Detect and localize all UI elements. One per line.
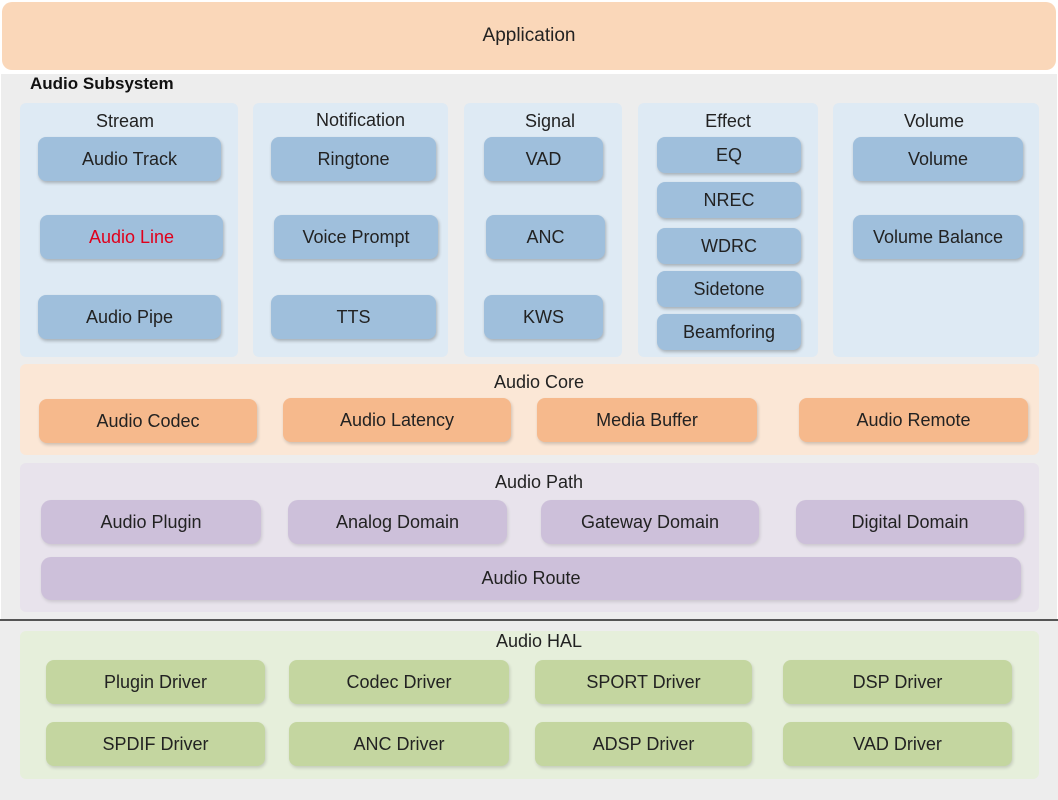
spdif-driver-box: SPDIF Driver xyxy=(46,722,265,766)
beamforing-box: Beamforing xyxy=(657,314,801,350)
codec-driver-box: Codec Driver xyxy=(289,660,509,704)
wdrc-box: WDRC xyxy=(657,228,801,264)
eq-label: EQ xyxy=(715,144,742,165)
anc-box: ANC xyxy=(486,215,605,259)
group-stream-title: Stream xyxy=(95,110,155,131)
vad-label: VAD xyxy=(525,148,562,169)
audio-codec-label: Audio Codec xyxy=(96,410,200,431)
audio-track-box: Audio Track xyxy=(38,137,221,181)
anc-driver-label: ANC Driver xyxy=(353,733,445,754)
vad-box: VAD xyxy=(484,137,603,181)
eq-box: EQ xyxy=(657,137,801,173)
adsp-driver-box: ADSP Driver xyxy=(535,722,752,766)
audio-remote-box: Audio Remote xyxy=(799,398,1028,442)
nrec-box: NREC xyxy=(657,182,801,218)
audio-latency-label: Audio Latency xyxy=(339,409,455,430)
audio-remote-label: Audio Remote xyxy=(856,409,971,430)
volume-label: Volume xyxy=(907,148,969,169)
analog-domain-label: Analog Domain xyxy=(335,511,460,532)
audio-codec-box: Audio Codec xyxy=(39,399,257,443)
dsp-driver-label: DSP Driver xyxy=(852,671,943,692)
layer-divider xyxy=(0,619,1058,621)
group-signal-title: Signal xyxy=(524,110,576,131)
audio-core-title: Audio Core xyxy=(493,371,585,392)
group-volume-title: Volume xyxy=(903,110,965,131)
voice-prompt-box: Voice Prompt xyxy=(274,215,438,259)
audio-line-label: Audio Line xyxy=(88,226,175,247)
ringtone-box: Ringtone xyxy=(271,137,436,181)
audio-pipe-box: Audio Pipe xyxy=(38,295,221,339)
spdif-driver-label: SPDIF Driver xyxy=(102,733,209,754)
adsp-driver-label: ADSP Driver xyxy=(592,733,695,754)
gateway-domain-label: Gateway Domain xyxy=(580,511,720,532)
group-effect-title: Effect xyxy=(705,110,751,131)
audio-latency-box: Audio Latency xyxy=(283,398,511,442)
sport-driver-box: SPORT Driver xyxy=(535,660,752,704)
digital-domain-box: Digital Domain xyxy=(796,500,1024,544)
audio-route-label: Audio Route xyxy=(481,568,581,588)
gateway-domain-box: Gateway Domain xyxy=(541,500,759,544)
audio-pipe-label: Audio Pipe xyxy=(85,306,174,327)
application-label: Application xyxy=(482,25,576,46)
vad-driver-label: VAD Driver xyxy=(853,733,942,754)
sidetone-label: Sidetone xyxy=(693,278,765,299)
sidetone-box: Sidetone xyxy=(657,271,801,307)
ringtone-label: Ringtone xyxy=(317,148,390,169)
media-buffer-label: Media Buffer xyxy=(596,409,698,430)
plugin-driver-label: Plugin Driver xyxy=(103,671,208,692)
audio-line-box: Audio Line xyxy=(40,215,223,259)
anc-driver-box: ANC Driver xyxy=(289,722,509,766)
anc-label: ANC xyxy=(526,226,565,247)
dsp-driver-box: DSP Driver xyxy=(783,660,1012,704)
analog-domain-box: Analog Domain xyxy=(288,500,507,544)
codec-driver-label: Codec Driver xyxy=(346,671,452,692)
audio-route-box: Audio Route xyxy=(41,557,1021,600)
kws-label: KWS xyxy=(522,306,564,327)
sport-driver-label: SPORT Driver xyxy=(586,671,701,692)
volume-balance-box: Volume Balance xyxy=(853,215,1023,259)
volume-balance-label: Volume Balance xyxy=(872,226,1004,247)
audio-plugin-box: Audio Plugin xyxy=(41,500,261,544)
kws-box: KWS xyxy=(484,295,603,339)
volume-box: Volume xyxy=(853,137,1023,181)
nrec-label: NREC xyxy=(703,189,755,210)
audio-track-label: Audio Track xyxy=(81,148,178,169)
tts-box: TTS xyxy=(271,295,436,339)
beamforing-label: Beamforing xyxy=(682,321,776,342)
vad-driver-box: VAD Driver xyxy=(783,722,1012,766)
application-layer: Application xyxy=(2,2,1056,70)
tts-label: TTS xyxy=(336,306,371,327)
audio-hal-title: Audio HAL xyxy=(495,630,583,651)
wdrc-label: WDRC xyxy=(701,235,757,256)
audio-path-title: Audio Path xyxy=(494,471,584,492)
plugin-driver-box: Plugin Driver xyxy=(46,660,265,704)
media-buffer-box: Media Buffer xyxy=(537,398,757,442)
audio-subsystem-title: Audio Subsystem xyxy=(30,74,174,93)
group-notification-title: Notification xyxy=(315,109,406,130)
digital-domain-label: Digital Domain xyxy=(851,511,969,532)
voice-prompt-label: Voice Prompt xyxy=(302,226,410,247)
audio-plugin-label: Audio Plugin xyxy=(100,511,202,532)
